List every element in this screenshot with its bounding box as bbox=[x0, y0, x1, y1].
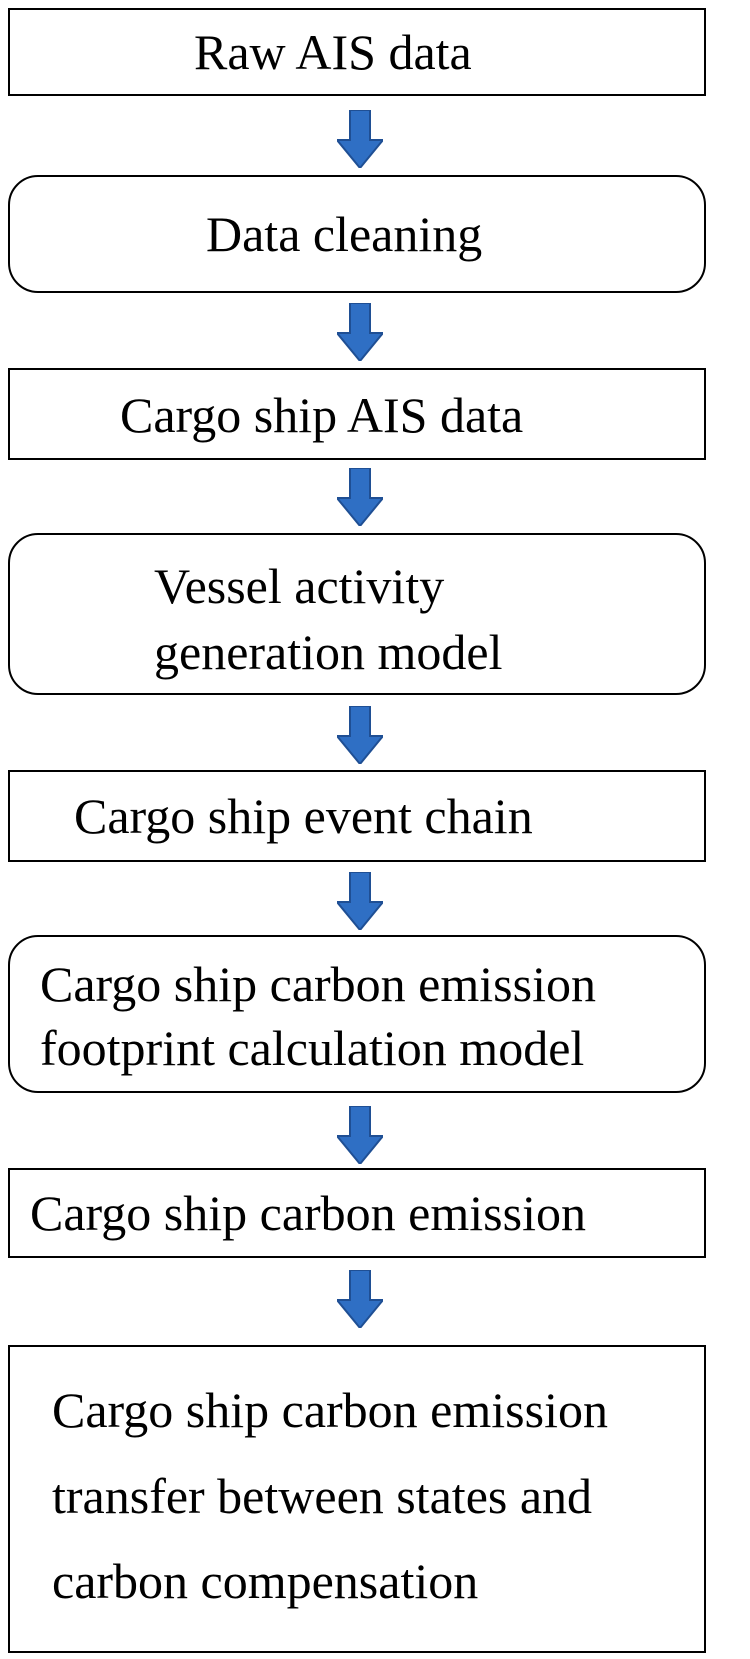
arrow-down-icon bbox=[337, 110, 383, 168]
step-label-line: Vessel activity bbox=[154, 558, 445, 614]
step-label-line: transfer between states and bbox=[52, 1468, 593, 1524]
step-carbon-emission-footprint-model: Cargo ship carbon emission footprint cal… bbox=[8, 935, 706, 1093]
step-label-line: Cargo ship AIS data bbox=[120, 387, 524, 443]
arrow-down-icon bbox=[337, 303, 383, 361]
step-carbon-emission-transfer-compensation: Cargo ship carbon emission transfer betw… bbox=[8, 1345, 706, 1653]
step-vessel-activity-generation-model: Vessel activity generation model bbox=[8, 533, 706, 695]
step-label-line: Data cleaning bbox=[206, 206, 483, 262]
step-label-line: Raw AIS data bbox=[194, 24, 472, 80]
arrow-down-icon bbox=[337, 468, 383, 526]
step-data-cleaning: Data cleaning bbox=[8, 175, 706, 293]
step-label-line: Cargo ship carbon emission bbox=[30, 1185, 586, 1241]
step-cargo-ship-ais-data: Cargo ship AIS data bbox=[8, 368, 706, 460]
step-cargo-ship-carbon-emission: Cargo ship carbon emission bbox=[8, 1168, 706, 1258]
arrow-down-icon bbox=[337, 1106, 383, 1164]
arrow-down-icon bbox=[337, 706, 383, 764]
step-label-line: carbon compensation bbox=[52, 1553, 479, 1609]
step-label-line: Cargo ship carbon emission bbox=[52, 1382, 608, 1438]
step-label-line: generation model bbox=[154, 624, 503, 680]
step-label-line: Cargo ship event chain bbox=[74, 788, 533, 844]
step-raw-ais-data: Raw AIS data bbox=[8, 8, 706, 96]
step-label-line: footprint calculation model bbox=[40, 1020, 585, 1076]
step-label-line: Cargo ship carbon emission bbox=[40, 956, 596, 1012]
arrow-down-icon bbox=[337, 872, 383, 930]
step-cargo-ship-event-chain: Cargo ship event chain bbox=[8, 770, 706, 862]
arrow-down-icon bbox=[337, 1270, 383, 1328]
